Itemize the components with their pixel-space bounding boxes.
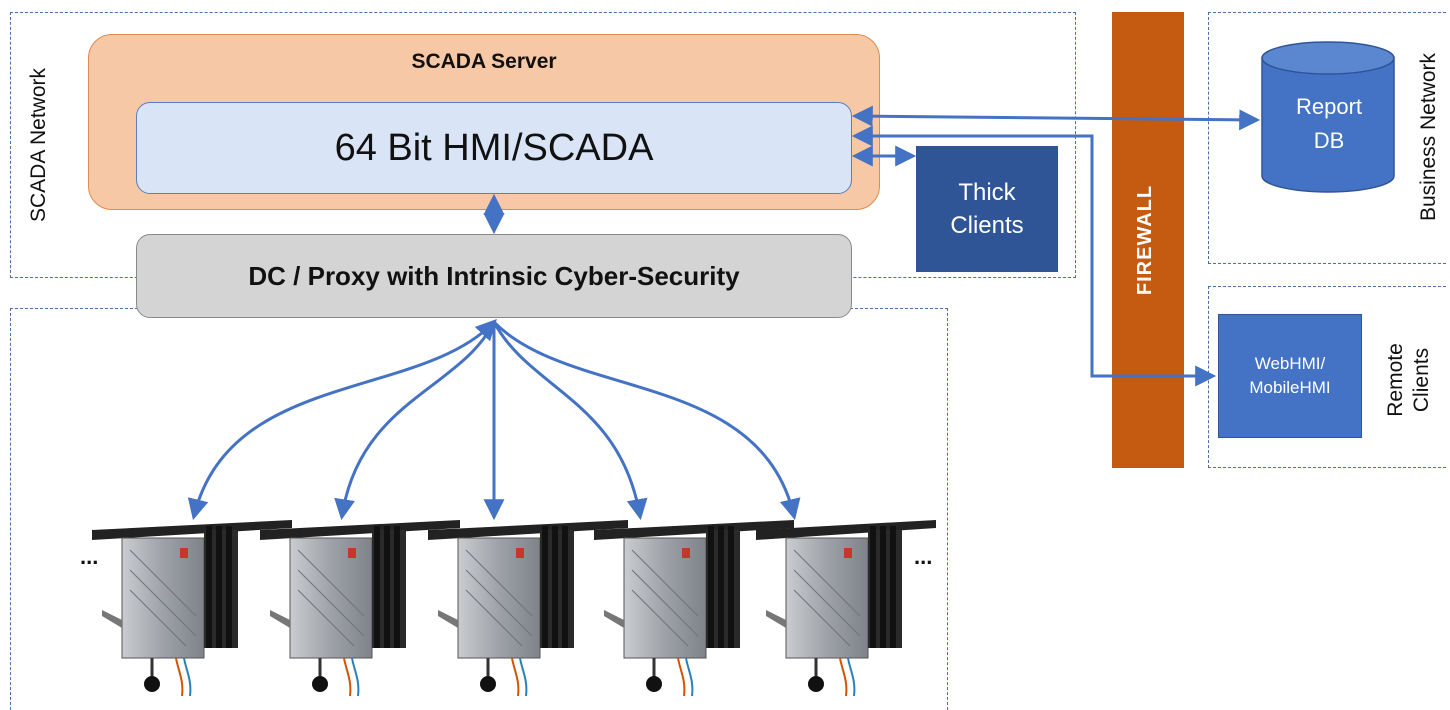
right-ellipsis: ... (914, 544, 933, 569)
field-devices (92, 520, 936, 697)
arrow-proxy-device-5 (492, 320, 801, 521)
field-device-3 (428, 520, 628, 697)
field-device-2 (260, 520, 460, 697)
field-device-4 (594, 520, 794, 697)
field-device-5 (756, 520, 936, 697)
arrow-proxy-device-2 (334, 321, 496, 521)
scada-server-title: SCADA Server (411, 50, 557, 73)
report-db-cylinder (1261, 41, 1395, 193)
webhmi-box: WebHMI/ MobileHMI (1218, 314, 1362, 438)
arrow-proxy-device-1 (187, 318, 497, 521)
hmi-scada-box: 64 Bit HMI/SCADA (136, 102, 852, 194)
arrow-hmi-reportdb (851, 105, 1261, 131)
arrow-hmi-webhmi (851, 125, 1217, 387)
field-device-1 (92, 520, 292, 697)
left-ellipsis: ... (80, 544, 99, 569)
report-db-label: Report DB (1295, 94, 1363, 153)
proxy-box: DC / Proxy with Intrinsic Cyber-Security (136, 234, 852, 318)
arrow-proxy-device-4 (492, 321, 648, 521)
